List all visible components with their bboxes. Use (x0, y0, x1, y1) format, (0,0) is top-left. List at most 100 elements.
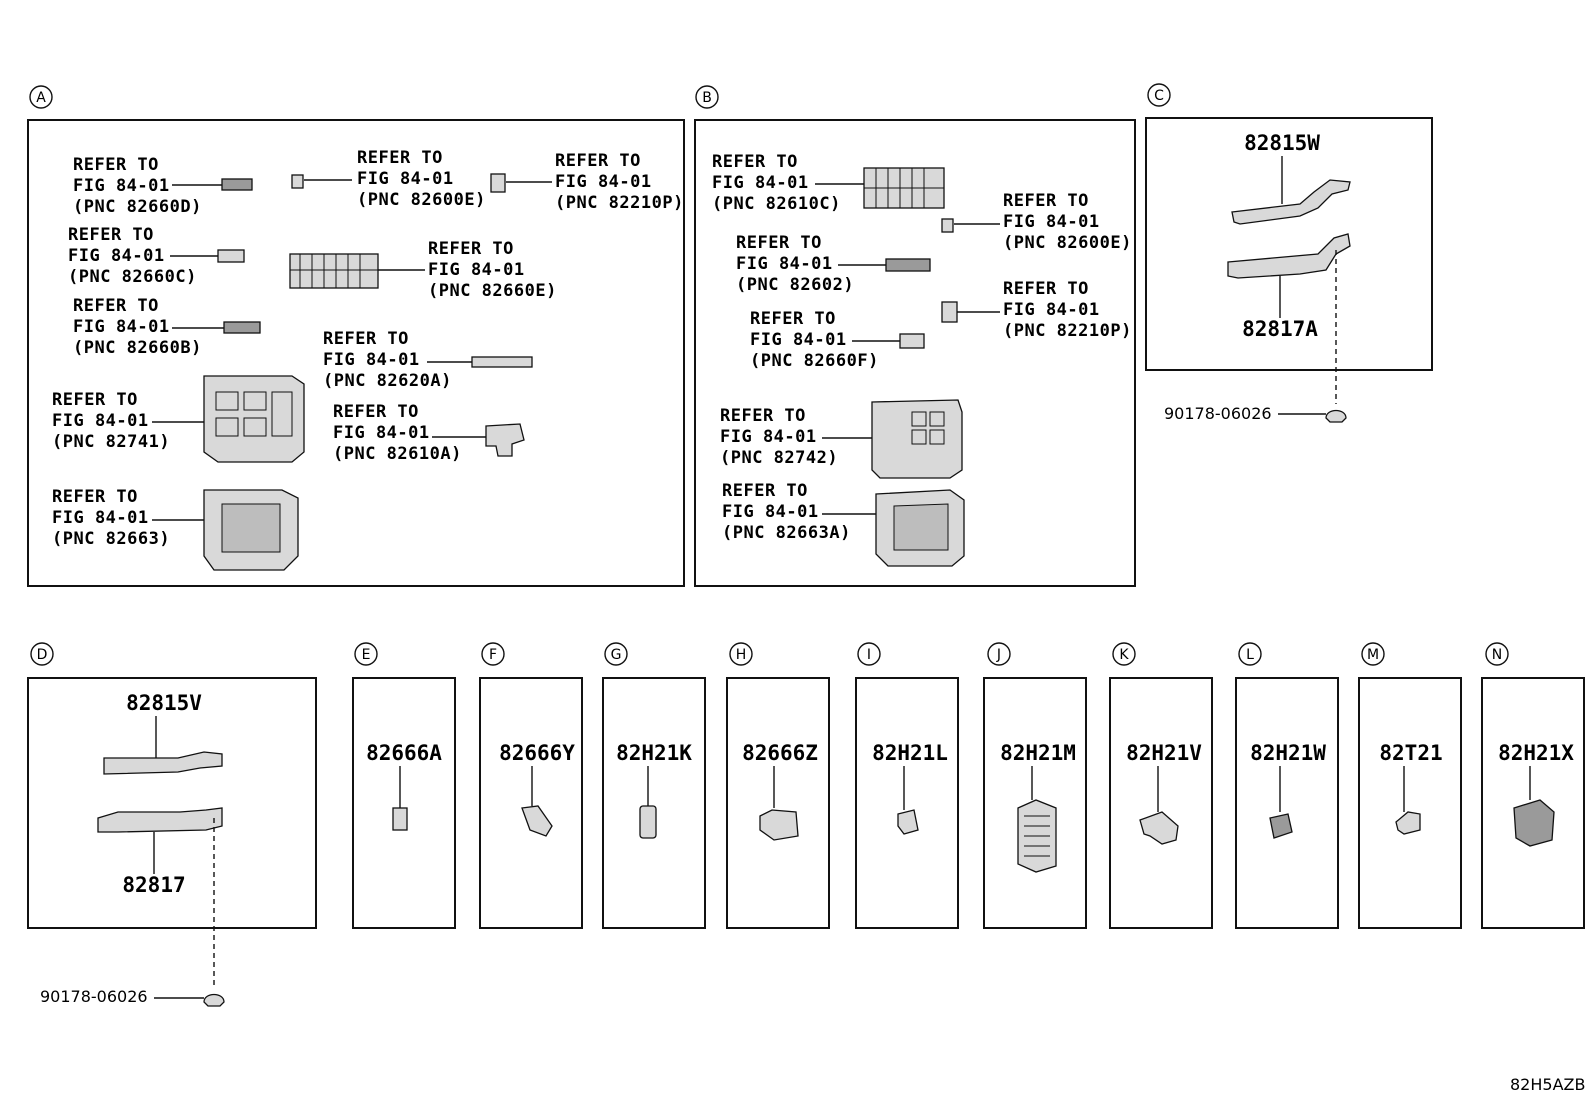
clip-part-number-d[interactable]: 90178-06026 (40, 987, 148, 1006)
ref-callout-82600e[interactable]: REFER TO FIG 84-01 (PNC 82600E) (291, 148, 486, 210)
panel-e-letter: E (362, 647, 371, 663)
panel-g: G 82H21K (602, 642, 706, 929)
part-number-82817[interactable]: 82817 (122, 873, 185, 897)
svg-text:REFER TO: REFER TO (736, 233, 822, 253)
panel-b-letter-circle (695, 85, 719, 109)
panel-c: C 82815W 82817A 90178-06026 (1145, 83, 1433, 423)
clip-icon (1325, 409, 1347, 423)
terminal-82666y-icon (521, 805, 553, 837)
svg-text:REFER TO: REFER TO (323, 329, 409, 349)
diagram-code: 82H5AZB (1510, 1075, 1585, 1094)
ref-callout-82660c[interactable]: REFER TO FIG 84-01 (PNC 82660C) (68, 225, 245, 287)
part-number-82h21l[interactable]: 82H21L (872, 741, 948, 765)
svg-text:(PNC 82600E): (PNC 82600E) (1003, 233, 1132, 253)
panel-l-frame (1235, 677, 1339, 929)
panel-f-frame (479, 677, 583, 929)
connector-icon (217, 249, 245, 263)
panel-l-letter: L (1246, 647, 1254, 663)
part-number-82h21x[interactable]: 82H21X (1498, 741, 1574, 765)
svg-text:FIG 84-01: FIG 84-01 (357, 169, 454, 189)
part-number-82t21[interactable]: 82T21 (1379, 741, 1442, 765)
ref-callout-82210p-b[interactable]: REFER TO FIG 84-01 (PNC 82210P) (941, 279, 1132, 341)
svg-text:(PNC 82663A): (PNC 82663A) (722, 523, 851, 543)
ref-callout-82660b[interactable]: REFER TO FIG 84-01 (PNC 82660B) (73, 296, 261, 358)
relay-icon (485, 423, 525, 457)
svg-text:(PNC 82660E): (PNC 82660E) (428, 281, 557, 301)
svg-text:(PNC 82660C): (PNC 82660C) (68, 267, 197, 287)
svg-text:REFER TO: REFER TO (52, 487, 138, 507)
part-number-82666a[interactable]: 82666A (366, 741, 442, 765)
ref-callout-82741[interactable]: REFER TO FIG 84-01 (PNC 82741) (52, 375, 305, 463)
svg-text:REFER TO: REFER TO (357, 148, 443, 168)
ref-callout-82660e[interactable]: REFER TO FIG 84-01 (PNC 82660E) (289, 239, 557, 301)
panel-k-letter: K (1119, 647, 1129, 663)
ref-callout-82610a[interactable]: REFER TO FIG 84-01 (PNC 82610A) (333, 402, 525, 464)
svg-text:(PNC 82741): (PNC 82741) (52, 432, 170, 452)
part-number-82h21k[interactable]: 82H21K (616, 741, 692, 765)
panel-e: E 82666A (352, 642, 456, 929)
bracket-82815v-icon (103, 751, 223, 775)
svg-text:FIG 84-01: FIG 84-01 (555, 172, 652, 192)
panel-d-letter-circle (30, 642, 54, 666)
part-number-82817a[interactable]: 82817A (1242, 317, 1318, 341)
panel-j-letter: J (996, 647, 1001, 663)
panel-g-frame (602, 677, 706, 929)
svg-text:FIG 84-01: FIG 84-01 (736, 254, 833, 274)
svg-text:REFER TO: REFER TO (1003, 191, 1089, 211)
part-number-82h21w[interactable]: 82H21W (1250, 741, 1326, 765)
svg-text:FIG 84-01: FIG 84-01 (712, 173, 809, 193)
ref-callout-82600e-b[interactable]: REFER TO FIG 84-01 (PNC 82600E) (941, 191, 1132, 253)
svg-text:FIG 84-01: FIG 84-01 (1003, 212, 1100, 232)
svg-text:(PNC 82660D): (PNC 82660D) (73, 197, 202, 217)
part-number-82666y[interactable]: 82666Y (499, 741, 575, 765)
connector-icon (223, 321, 261, 334)
connector-icon (899, 333, 925, 349)
part-number-82815v[interactable]: 82815V (126, 691, 202, 715)
panel-a-letter: A (36, 90, 46, 106)
panel-c-letter-circle (1147, 83, 1171, 107)
panel-m-frame (1358, 677, 1462, 929)
part-number-82815w[interactable]: 82815W (1244, 131, 1320, 155)
panel-j: J 82H21M (983, 642, 1087, 929)
svg-text:FIG 84-01: FIG 84-01 (73, 176, 170, 196)
svg-text:REFER TO: REFER TO (750, 309, 836, 329)
svg-text:(PNC 82660F): (PNC 82660F) (750, 351, 879, 371)
relay-icon (490, 173, 506, 193)
svg-text:FIG 84-01: FIG 84-01 (52, 411, 149, 431)
bracket-82815w-icon (1231, 179, 1351, 225)
relay-block-icon (871, 399, 963, 479)
ref-callout-82602[interactable]: REFER TO FIG 84-01 (PNC 82602) (736, 233, 931, 295)
svg-text:REFER TO: REFER TO (68, 225, 154, 245)
ref-callout-82663a[interactable]: REFER TO FIG 84-01 (PNC 82663A) (722, 481, 965, 567)
bracket-82817a-icon (1227, 233, 1351, 279)
svg-text:REFER TO: REFER TO (333, 402, 419, 422)
connector-82t21-icon (1395, 811, 1421, 835)
panel-k-frame (1109, 677, 1213, 929)
ref-callout-82660d[interactable]: REFER TO FIG 84-01 (PNC 82660D) (73, 155, 253, 217)
part-number-82666z[interactable]: 82666Z (742, 741, 818, 765)
ref-callout-82742[interactable]: REFER TO FIG 84-01 (PNC 82742) (720, 399, 963, 479)
panel-d-frame (27, 677, 317, 929)
panel-h-frame (726, 677, 830, 929)
svg-text:REFER TO: REFER TO (73, 155, 159, 175)
fuse-icon (941, 218, 954, 233)
svg-text:FIG 84-01: FIG 84-01 (1003, 300, 1100, 320)
ref-callout-82660f[interactable]: REFER TO FIG 84-01 (PNC 82660F) (750, 309, 925, 371)
ref-callout-82210p[interactable]: REFER TO FIG 84-01 (PNC 82210P) (490, 151, 684, 213)
fuse-strip-icon (471, 356, 533, 368)
part-number-82h21m[interactable]: 82H21M (1000, 741, 1076, 765)
connector-82h21w-icon (1269, 813, 1293, 839)
ref-callout-82620a[interactable]: REFER TO FIG 84-01 (PNC 82620A) (323, 329, 533, 391)
svg-text:(PNC 82610A): (PNC 82610A) (333, 444, 462, 464)
part-number-82h21v[interactable]: 82H21V (1126, 741, 1202, 765)
panel-c-letter: C (1154, 88, 1164, 104)
panel-n-frame (1481, 677, 1585, 929)
panel-i: I 82H21L (855, 642, 959, 929)
relay-icon (941, 301, 958, 323)
ref-callout-82663[interactable]: REFER TO FIG 84-01 (PNC 82663) (52, 487, 299, 571)
ref-callout-82610c[interactable]: REFER TO FIG 84-01 (PNC 82610C) (712, 152, 945, 214)
clip-part-number-c[interactable]: 90178-06026 (1164, 404, 1272, 423)
svg-text:REFER TO: REFER TO (428, 239, 514, 259)
bracket-82817-icon (97, 807, 223, 833)
